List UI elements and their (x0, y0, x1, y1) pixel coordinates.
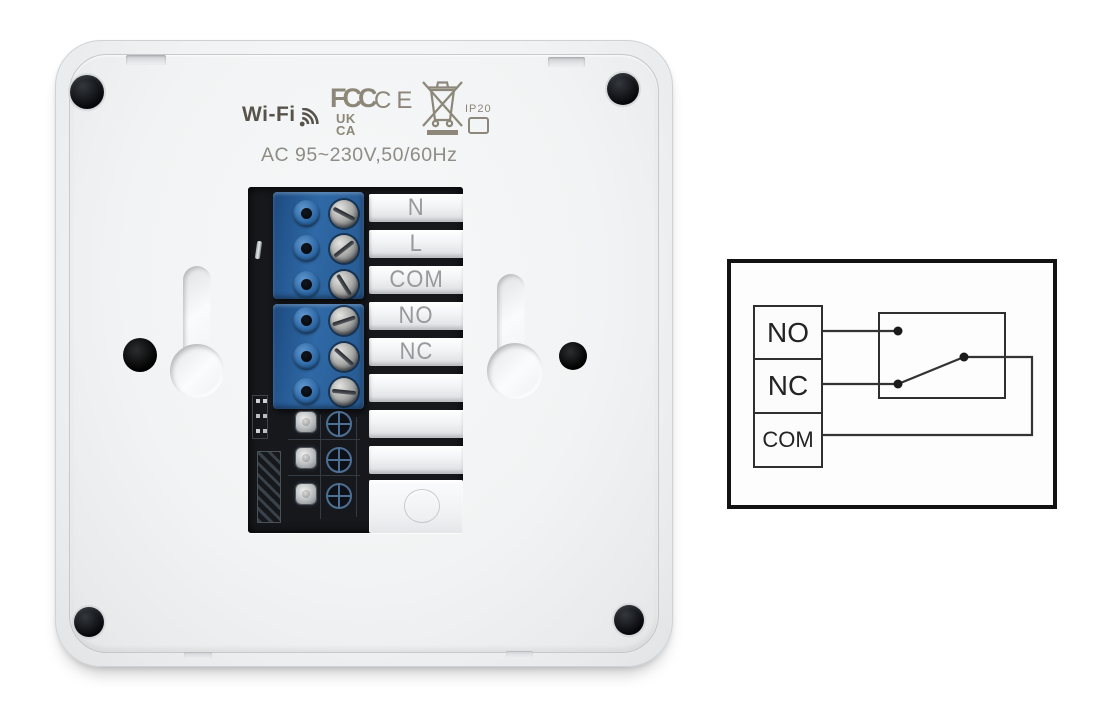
ukca-line1: UK (336, 111, 356, 126)
diagram-terminal-com: COM (753, 412, 823, 468)
terminal-block-upper (273, 192, 364, 299)
pcb-solder-pad (296, 412, 316, 432)
diagram-terminal-nc-label: NC (767, 370, 809, 401)
terminal-label-nc: NC (399, 338, 433, 365)
pcb-trace (288, 475, 360, 476)
ukca-line2: CA (336, 122, 356, 138)
pcb-crosshair-pad (326, 447, 352, 473)
relay-switch-box (878, 312, 1006, 399)
power-rating-text: AC 95~230V,50/60Hz (261, 144, 458, 166)
pcb-crosshair-pad (326, 483, 352, 509)
contact-dot-pole (959, 352, 969, 362)
fcc-logo: FCC (330, 83, 377, 113)
ip20-symbol: IP20 (465, 103, 491, 134)
relay-wiring-diagram: NO NC COM (727, 259, 1057, 509)
terminal-label-com: COM (388, 266, 444, 293)
ce-mark: CE (374, 87, 418, 114)
terminal-label-ridge: L (369, 230, 463, 258)
pcb-solder-pad (296, 484, 316, 504)
pcb-hatched-region (257, 451, 281, 523)
bottom-right-clip-notch (506, 651, 533, 658)
embossed-circle (404, 489, 440, 523)
diagram-terminal-no: NO (753, 305, 823, 360)
terminal-label-ridge: NO (369, 302, 463, 330)
terminal-compartment: N L COM NO NC (248, 187, 463, 533)
wifi-signal-icon (299, 108, 319, 127)
ip20-label: IP20 (465, 103, 492, 115)
diagram-terminal-com-label: COM (762, 427, 814, 452)
wire-entry-hole (293, 378, 320, 405)
pcb-pin-header (252, 395, 268, 439)
terminal-screw (330, 200, 358, 228)
wifi-logo: Wi-Fi (242, 103, 321, 127)
pcb-solder-pad (296, 448, 316, 468)
contact-dot-no (893, 326, 903, 336)
wire-entry-hole (293, 235, 320, 262)
terminal-label-ridge: N (369, 194, 463, 222)
wiring-lines (823, 326, 1034, 437)
wire-entry-hole (293, 200, 320, 227)
wire-entry-hole (293, 343, 320, 370)
pcb-trace (356, 417, 357, 517)
terminal-label-n: N (407, 194, 425, 221)
diagram-terminal-no-label: NO (767, 316, 809, 348)
switch-lever (897, 355, 965, 386)
wire-entry-hole (293, 307, 320, 334)
keyhole-mount-circle (487, 343, 543, 399)
corner-screw-hole (614, 605, 644, 635)
terminal-screw (330, 235, 358, 263)
pcb-metal-pin (254, 240, 263, 260)
bottom-left-clip-notch (184, 652, 212, 659)
thermostat-back-panel: Wi-Fi FCC CE UK CA (55, 40, 673, 667)
ukca-mark: UK CA (336, 111, 356, 138)
terminal-screw (330, 271, 358, 299)
terminal-block-lower (273, 304, 364, 409)
pcb-trace (320, 415, 321, 519)
corner-screw-hole (70, 75, 104, 109)
pcb-crosshair-pad (326, 411, 352, 437)
corner-screw-hole (74, 607, 104, 637)
terminal-label-no: NO (398, 302, 434, 329)
pin-header-dots (256, 399, 260, 403)
corner-screw-hole (607, 73, 639, 105)
wire-com (823, 355, 1034, 437)
terminal-label-l: L (409, 230, 423, 257)
terminal-screw (330, 343, 358, 371)
terminal-screw (330, 378, 358, 406)
terminal-label-ridge: COM (369, 266, 463, 294)
terminal-label-ridge (369, 410, 463, 438)
keyhole-mount-circle (170, 344, 224, 398)
contact-dot-nc (893, 379, 903, 389)
side-fixing-hole (559, 342, 587, 370)
top-left-clip-notch (126, 55, 166, 65)
ip20-box-glyph (467, 117, 489, 134)
pcb-trace (288, 439, 360, 440)
terminal-screw (330, 307, 358, 335)
wifi-logo-text: Wi-Fi (242, 103, 296, 126)
terminal-label-ridge (369, 446, 463, 474)
side-fixing-hole (123, 338, 157, 372)
terminal-label-ridge (369, 374, 463, 402)
terminal-label-ridge: NC (369, 338, 463, 366)
top-right-clip-notch (548, 57, 585, 67)
weee-bin-icon (422, 81, 463, 135)
ridge-bottom-panel (369, 480, 463, 533)
wire-entry-hole (293, 271, 320, 298)
